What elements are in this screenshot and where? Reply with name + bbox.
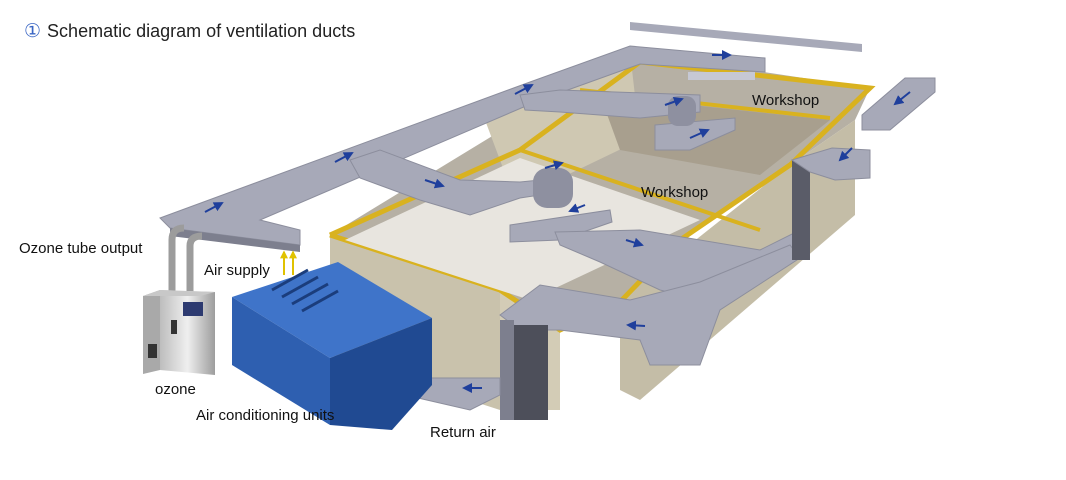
flow-arrow-14 [893,91,911,106]
return-duct-column [512,325,548,420]
duct-elbow-upper [668,96,696,126]
flow-arrow-13 [838,147,853,162]
ozone-generator-side [143,290,160,374]
duct-elbow-middle [533,168,573,208]
label-workshop-middle: Workshop [641,184,709,201]
label-workshop-top: Workshop [752,92,820,109]
duct-piece-top [630,22,862,52]
flow-arrow-1 [204,202,224,213]
diagram-title: ① Schematic diagram of ventilation ducts [24,20,355,43]
roof-panel [688,72,755,80]
ac-unit-right [330,318,432,430]
ozone-generator-screen [183,302,203,316]
ac-unit [232,262,432,430]
title-number: ① [24,21,42,42]
supply-arrows [280,250,297,275]
flow-arrow-7 [568,203,586,213]
return-duct-lower [499,244,801,366]
ozone-tubes [168,224,203,292]
flow-arrow-3 [514,84,534,95]
ozone-generator-switch [171,320,177,334]
supply-duct-underside [170,228,300,252]
return-duct-column-face [500,320,514,420]
right-riser-top [790,147,871,181]
ozone-tube-2 [186,232,203,292]
title-text: Schematic diagram of ventilation ducts [47,21,356,41]
ozone-generator [143,290,215,375]
label-air-supply: Air supply [204,262,270,279]
flow-arrow-6 [544,160,564,171]
flow-arrow-2 [334,152,354,163]
label-ozone-tube-output: Ozone tube output [19,240,143,257]
ozone-tube-1 [168,224,185,292]
right-riser-duct [792,160,810,260]
ozone-generator-top [143,290,215,296]
ac-unit-front [232,297,330,425]
flow-arrow-5 [424,178,445,189]
branch-duct-upper-drop [654,117,736,151]
label-return-air: Return air [430,424,496,441]
flow-arrow-8 [664,96,684,107]
flow-arrow-10 [625,237,644,248]
label-ozone: ozone [155,381,196,398]
duct-piece-right [861,77,936,131]
ac-unit-vents [271,268,339,313]
ozone-generator-port [148,344,157,358]
flow-arrow-9 [689,128,710,139]
flow-arrows [204,50,911,393]
flow-arrow-11 [626,320,646,331]
label-air-conditioning-units: Air conditioning units [196,407,335,424]
